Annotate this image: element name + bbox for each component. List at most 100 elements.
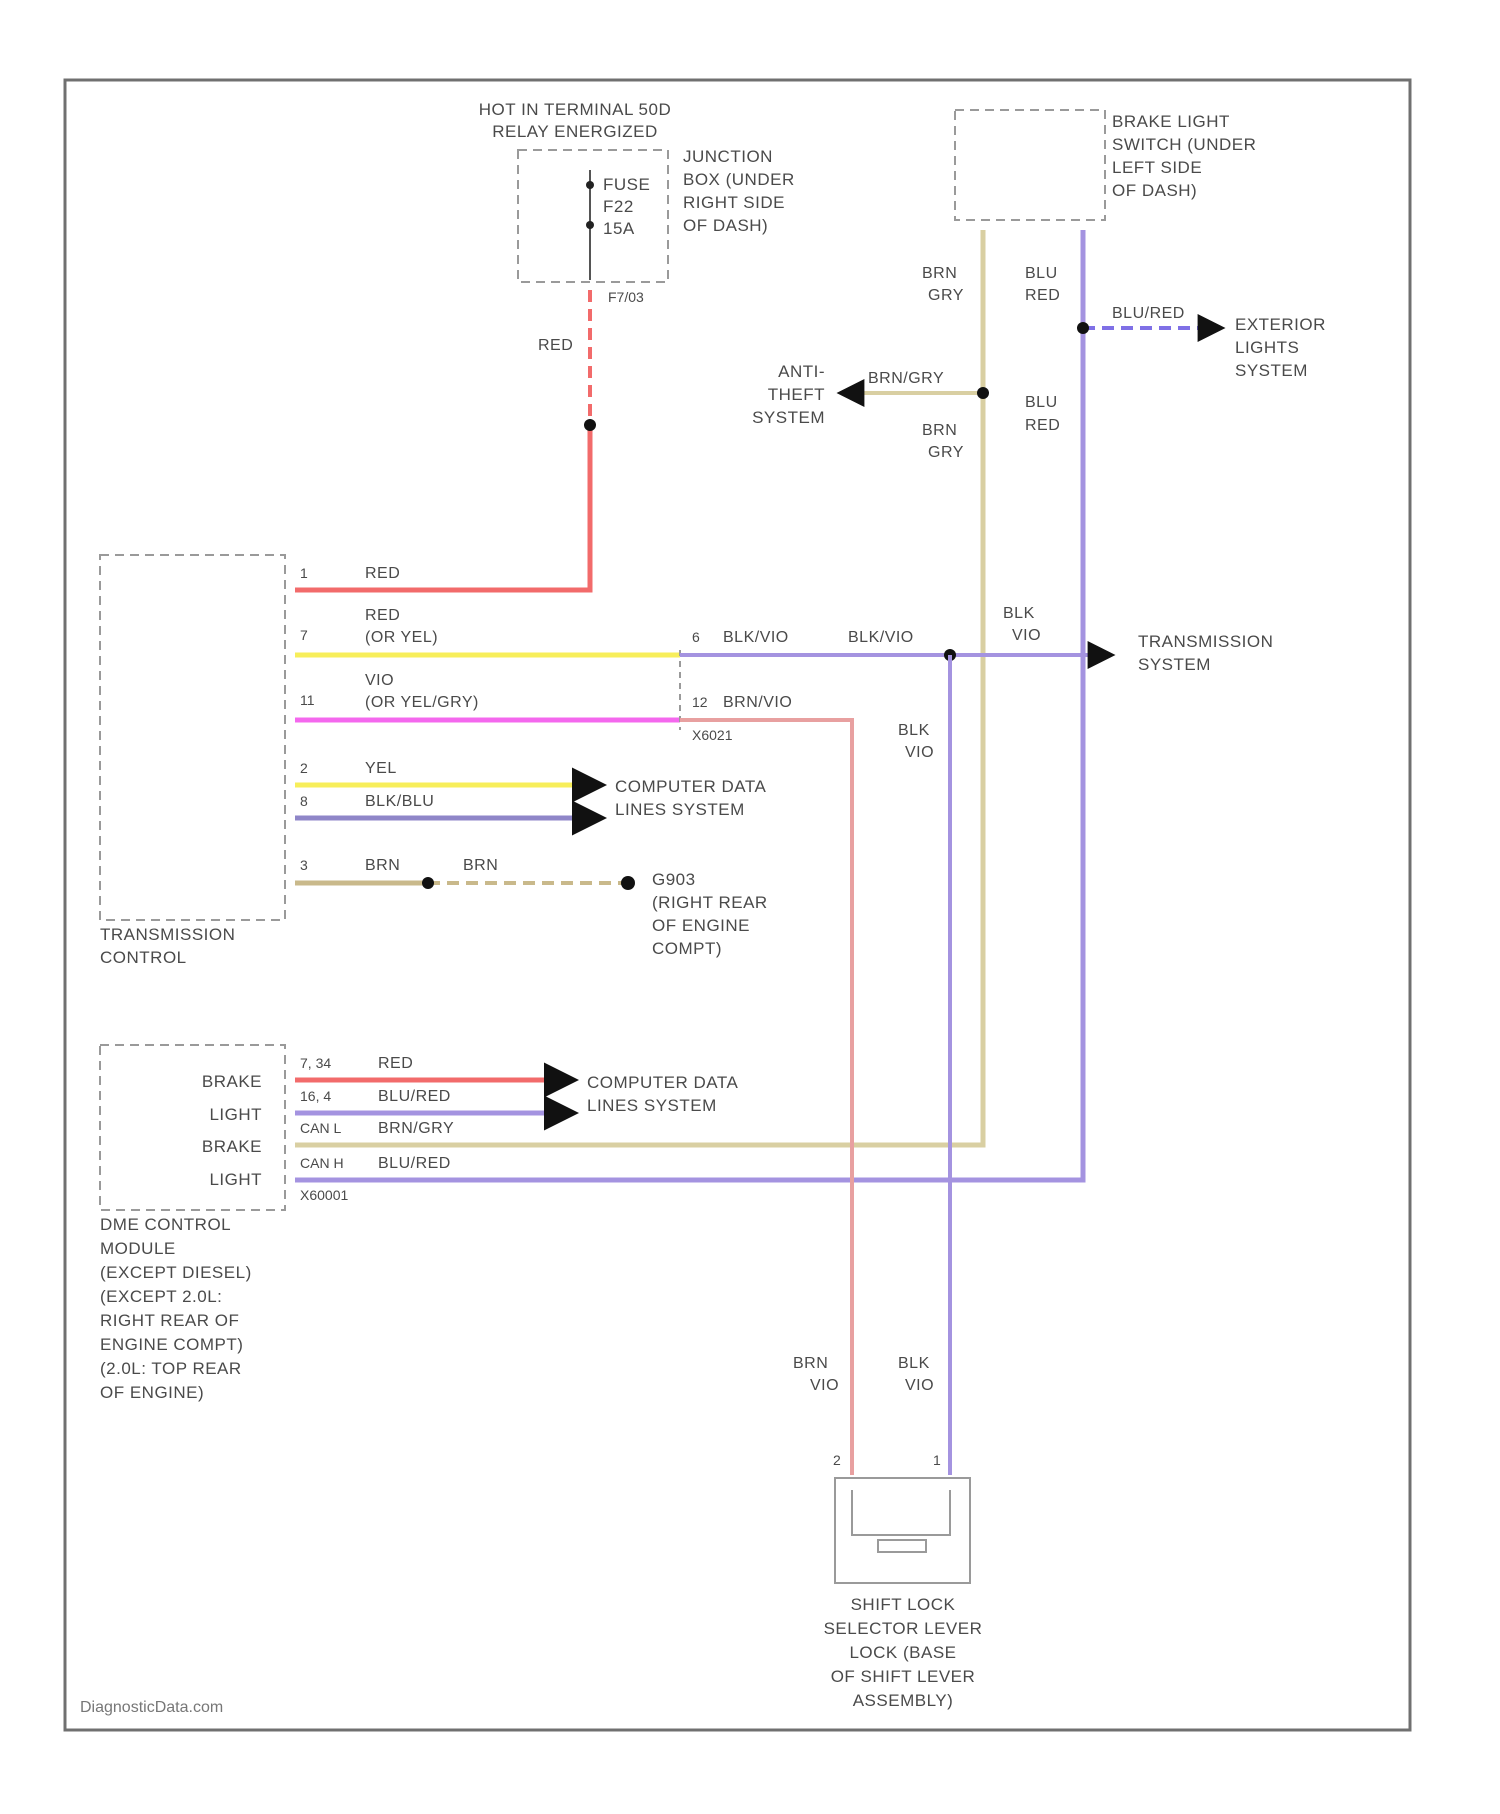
shift-lock-line4: OF SHIFT LEVER <box>831 1667 976 1686</box>
anti-theft-splice <box>977 387 989 399</box>
brake-switch-line2: SWITCH (UNDER <box>1112 135 1256 154</box>
blk-vio-right-label-1: BLK <box>1003 605 1035 622</box>
ground-point-g903 <box>621 876 635 890</box>
tcm-pin-11-wire: VIO <box>365 672 394 689</box>
shift-lock-plunger <box>878 1540 926 1552</box>
ecm-connector-code: X60001 <box>300 1187 348 1203</box>
junction-box-line3: RIGHT SIDE <box>683 193 785 212</box>
ecm-label-line2: MODULE <box>100 1239 176 1258</box>
shift-lock-line2: SELECTOR LEVER <box>824 1619 983 1638</box>
brn-gry-mid-label-2: GRY <box>928 444 964 461</box>
brn-vio-bottom-label-2: VIO <box>810 1377 839 1394</box>
ecm-label-line1: DME CONTROL <box>100 1215 231 1234</box>
ecm-pin-3: CAN L <box>300 1120 341 1136</box>
ecm-label-line8: OF ENGINE) <box>100 1383 204 1402</box>
junction-box-outline <box>518 150 668 282</box>
ecm-label-line7: (2.0L: TOP REAR <box>100 1359 242 1378</box>
blu-red-mid-label-2: RED <box>1025 417 1060 434</box>
ecm-label-line4: (EXCEPT 2.0L: <box>100 1287 222 1306</box>
brake-switch-line4: OF DASH) <box>1112 181 1197 200</box>
anti-theft-line1: ANTI- <box>778 362 825 381</box>
computer-data-lines-tcm-line2: LINES SYSTEM <box>615 800 745 819</box>
red-feed-wire <box>295 425 590 590</box>
tcm-pin-8: 8 <box>300 793 308 809</box>
ecm-function-3: BRAKE <box>202 1137 262 1156</box>
junction-box-line4: OF DASH) <box>683 216 768 235</box>
shift-lock-line5: ASSEMBLY) <box>853 1691 954 1710</box>
transmission-system-line2: SYSTEM <box>1138 655 1211 674</box>
tcm-pin-2: 2 <box>300 760 308 776</box>
ecm-pin-3-wire: BRN/GRY <box>378 1120 454 1137</box>
tcm-pin-11: 11 <box>300 692 315 708</box>
red-feed-splice <box>584 419 596 431</box>
brn-vio-bottom-label-1: BRN <box>793 1355 828 1372</box>
ground-wire-label: BRN <box>463 857 498 874</box>
splice-pin-a: 6 <box>692 629 700 645</box>
exterior-lights-splice <box>1077 322 1089 334</box>
shift-lock-line3: LOCK (BASE <box>849 1643 956 1662</box>
ecm-pin-4: CAN H <box>300 1155 344 1171</box>
brn-gry-branch-label: BRN/GRY <box>868 370 944 387</box>
tcm-pin-1: 1 <box>300 565 308 581</box>
tcm-ground-splice <box>422 877 434 889</box>
shift-lock-pin-a: 2 <box>833 1452 841 1468</box>
splice-block-code: X6021 <box>692 727 733 743</box>
blu-red-branch-label: BLU/RED <box>1112 305 1185 322</box>
tcm-pin-8-wire: BLK/BLU <box>365 793 434 810</box>
splice-pin-b: 12 <box>692 694 708 710</box>
red-feed-wire-label: RED <box>538 337 573 354</box>
blk-vio-bottom-label-2: VIO <box>905 1377 934 1394</box>
ecm-function-1: BRAKE <box>202 1072 262 1091</box>
blu-red-mid-label-1: BLU <box>1025 394 1058 411</box>
ecm-pin-4-wire: BLU/RED <box>378 1155 451 1172</box>
blu-red-top-label-1: BLU <box>1025 265 1058 282</box>
ecm-pin-1: 7, 34 <box>300 1055 331 1071</box>
ecm-label-line5: RIGHT REAR OF <box>100 1311 239 1330</box>
tcm-pin-3-wire: BRN <box>365 857 400 874</box>
tcm-pin-1-wire: RED <box>365 565 400 582</box>
tcm-pin-3: 3 <box>300 857 308 873</box>
ecm-pin-2: 16, 4 <box>300 1088 331 1104</box>
fuse-number: F22 <box>603 197 634 216</box>
brake-switch-outline <box>955 110 1105 220</box>
fuse-terminal-top <box>586 181 594 189</box>
fuse-rating: 15A <box>603 219 635 238</box>
transmission-system-line1: TRANSMISSION <box>1138 632 1273 651</box>
anti-theft-line2: THEFT <box>768 385 825 404</box>
blk-vio-down-label-1: BLK <box>898 722 930 739</box>
brn-gry-top-label-1: BRN <box>922 265 957 282</box>
splice-wire-a: BLK/VIO <box>723 629 789 646</box>
ground-label-line1: G903 <box>652 870 696 889</box>
hot-in-line2: RELAY ENERGIZED <box>492 122 658 141</box>
splice-wire-c: BRN/VIO <box>723 694 792 711</box>
tcm-pin-2-wire: YEL <box>365 760 397 777</box>
ground-label-line3: OF ENGINE <box>652 916 750 935</box>
exterior-lights-line2: LIGHTS <box>1235 338 1299 357</box>
brn-gry-mid-label-1: BRN <box>922 422 957 439</box>
shift-lock-line1: SHIFT LOCK <box>851 1595 956 1614</box>
blk-vio-right-label-2: VIO <box>1012 627 1041 644</box>
ecm-label-line3: (EXCEPT DIESEL) <box>100 1263 252 1282</box>
ecm-label-line6: ENGINE COMPT) <box>100 1335 243 1354</box>
tcm-pin-11-alt: (OR YEL/GRY) <box>365 694 479 711</box>
ecm-pin-2-wire: BLU/RED <box>378 1088 451 1105</box>
ecm-pin-1-wire: RED <box>378 1055 413 1072</box>
tcm-pin-7-wire: RED <box>365 607 400 624</box>
computer-data-lines-tcm-line1: COMPUTER DATA <box>615 777 766 796</box>
blk-vio-down-label-2: VIO <box>905 744 934 761</box>
junction-box-line1: JUNCTION <box>683 147 773 166</box>
anti-theft-line3: SYSTEM <box>752 408 825 427</box>
computer-data-lines-ecm-line1: COMPUTER DATA <box>587 1073 738 1092</box>
brake-switch-line1: BRAKE LIGHT <box>1112 112 1230 131</box>
blu-red-top-label-2: RED <box>1025 287 1060 304</box>
brn-gry-top-label-2: GRY <box>928 287 964 304</box>
brake-switch-line3: LEFT SIDE <box>1112 158 1202 177</box>
tcm-pin-7: 7 <box>300 627 308 643</box>
junction-box-line2: BOX (UNDER <box>683 170 795 189</box>
watermark: DiagnosticData.com <box>80 1699 223 1716</box>
brn-gry-wire <box>295 230 983 1145</box>
ecm-function-2: LIGHT <box>209 1105 262 1124</box>
blk-vio-bottom-label-1: BLK <box>898 1355 930 1372</box>
computer-data-lines-ecm-line2: LINES SYSTEM <box>587 1096 717 1115</box>
shift-lock-coil-symbol <box>852 1490 950 1535</box>
